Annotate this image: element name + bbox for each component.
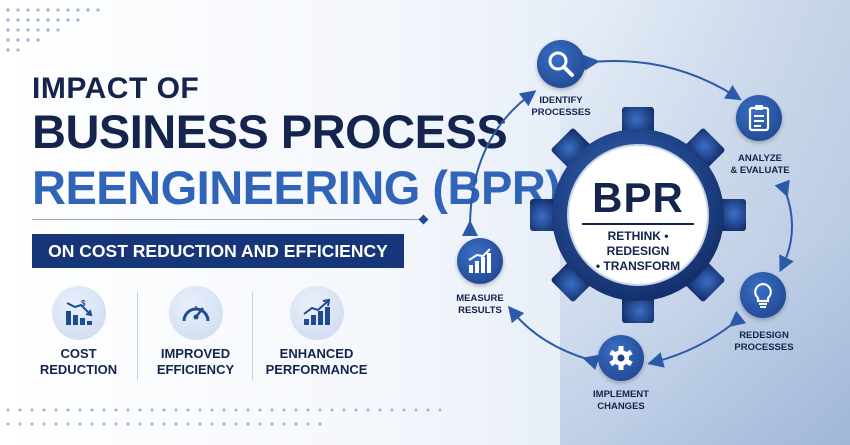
- search-icon: [548, 51, 574, 77]
- speedometer-icon: [168, 286, 223, 340]
- bpr-subtitle-1: RETHINK • REDESIGN: [606, 229, 670, 258]
- cycle-label-line2: CHANGES: [597, 401, 645, 412]
- dot-pattern-bottom: [6, 408, 442, 426]
- gear-icon: [609, 346, 633, 370]
- bpr-subtitle-2: • TRANSFORM: [595, 259, 681, 273]
- cycle-label-line2: PROCESSES: [531, 107, 591, 118]
- svg-text:$: $: [81, 299, 86, 308]
- node-redesign-processes: [740, 272, 786, 318]
- arrow-analyze-redesign: [774, 179, 794, 273]
- bpr-rule: [582, 223, 694, 225]
- cycle-label-line1: IMPLEMENT: [593, 389, 649, 400]
- cycle-label-line2: RESULTS: [458, 305, 502, 316]
- dot-pattern-top: [6, 8, 100, 52]
- arrow-implement-measure: [507, 305, 600, 370]
- cycle-label-line2: & EVALUATE: [730, 165, 790, 176]
- arrow-identify-analyze: [583, 54, 742, 101]
- bpr-title: BPR: [592, 174, 684, 221]
- clipboard-icon: [748, 105, 770, 132]
- cycle-label-line1: MEASURE: [456, 293, 504, 304]
- bar-chart-icon: [468, 248, 491, 273]
- subtitle-banner: ON COST REDUCTION AND EFFICIENCY: [32, 234, 404, 268]
- benefit-label-line1: ENHANCED: [279, 346, 354, 361]
- title-line-2: BUSINESS PROCESS: [32, 105, 508, 158]
- cycle-label-line1: IDENTIFY: [539, 95, 583, 106]
- arrow-measure-identify: [461, 90, 537, 237]
- node-implement-changes: [598, 335, 644, 381]
- bpr-gear-icon: [530, 107, 746, 323]
- benefit-label-line1: IMPROVED: [160, 346, 231, 361]
- cycle-label-line2: PROCESSES: [734, 342, 794, 353]
- benefit-label-line1: COST: [60, 346, 97, 361]
- node-identify-processes: [537, 40, 585, 88]
- benefit-divider: [137, 292, 138, 380]
- growth-chart-icon: [289, 286, 344, 340]
- node-analyze-evaluate: [736, 95, 782, 141]
- lightbulb-icon: [754, 282, 772, 308]
- benefit-label-line2: EFFICIENCY: [156, 362, 235, 377]
- node-measure-results: [457, 238, 503, 284]
- cycle-label-line1: REDESIGN: [739, 330, 789, 341]
- bpr-center: BPR RETHINK • REDESIGN • TRANSFORM: [577, 176, 699, 274]
- title-line-1: IMPACT OF: [32, 72, 200, 105]
- title-divider: [32, 219, 424, 220]
- benefit-label-line2: REDUCTION: [39, 362, 118, 377]
- cost-chart-icon: $: [51, 286, 106, 340]
- label-analyze-evaluate: ANALYZE& EVALUATE: [705, 153, 815, 177]
- cycle-label-line1: ANALYZE: [738, 153, 782, 164]
- benefit-label-line2: PERFORMANCE: [265, 362, 368, 377]
- benefit-divider: [252, 292, 253, 380]
- arrow-redesign-implement: [647, 310, 747, 368]
